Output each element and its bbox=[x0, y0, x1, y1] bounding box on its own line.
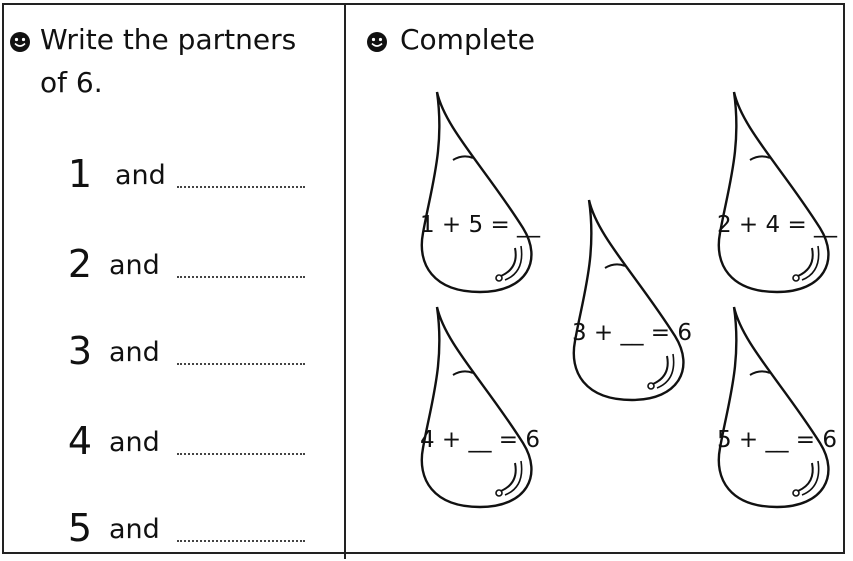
partner-and-label: and bbox=[115, 160, 166, 191]
water-drop: 1 + 5 = __ bbox=[415, 88, 545, 298]
drop-equation[interactable]: 1 + 5 = __ bbox=[419, 212, 541, 238]
water-drop: 3 + __ = 6 bbox=[567, 196, 697, 406]
partner-row: 5 and bbox=[60, 500, 320, 550]
water-drop-icon bbox=[420, 91, 533, 294]
partner-and-label: and bbox=[109, 514, 160, 545]
partner-row: 1 and bbox=[60, 146, 320, 196]
water-drop-icon bbox=[420, 306, 533, 509]
water-drop-icon bbox=[572, 199, 685, 402]
partner-and-label: and bbox=[109, 250, 160, 281]
water-drop: 4 + __ = 6 bbox=[415, 303, 545, 513]
partner-answer-blank[interactable] bbox=[177, 363, 305, 365]
panel-divider bbox=[344, 3, 346, 559]
drop-equation[interactable]: 2 + 4 = __ bbox=[716, 212, 838, 238]
partner-number: 4 bbox=[67, 419, 93, 463]
partner-row: 4 and bbox=[60, 413, 320, 463]
worksheet-frame bbox=[2, 3, 845, 554]
water-drop: 2 + 4 = __ bbox=[712, 88, 842, 298]
partner-and-label: and bbox=[109, 427, 160, 458]
drop-equation[interactable]: 3 + __ = 6 bbox=[571, 320, 693, 346]
drop-equation[interactable]: 4 + __ = 6 bbox=[419, 427, 541, 453]
partner-row: 2 and bbox=[60, 236, 320, 286]
partner-and-label: and bbox=[109, 337, 160, 368]
partner-number: 3 bbox=[67, 329, 93, 373]
left-heading-line1: Write the partners bbox=[40, 23, 297, 56]
partner-number: 5 bbox=[67, 506, 93, 550]
drop-equation[interactable]: 5 + __ = 6 bbox=[716, 427, 838, 453]
partner-answer-blank[interactable] bbox=[177, 186, 305, 188]
water-drop: 5 + __ = 6 bbox=[712, 303, 842, 513]
right-heading: Complete bbox=[400, 23, 535, 56]
water-drop-icon bbox=[717, 306, 830, 509]
smiley-face-icon bbox=[10, 32, 30, 52]
partner-answer-blank[interactable] bbox=[177, 276, 305, 278]
partner-answer-blank[interactable] bbox=[177, 540, 305, 542]
water-drop-icon bbox=[717, 91, 830, 294]
partner-answer-blank[interactable] bbox=[177, 453, 305, 455]
partner-number: 2 bbox=[67, 242, 93, 286]
partner-number: 1 bbox=[67, 152, 93, 196]
left-heading-line2: of 6. bbox=[40, 66, 103, 99]
smiley-face-icon bbox=[367, 32, 387, 52]
partner-row: 3 and bbox=[60, 323, 320, 373]
